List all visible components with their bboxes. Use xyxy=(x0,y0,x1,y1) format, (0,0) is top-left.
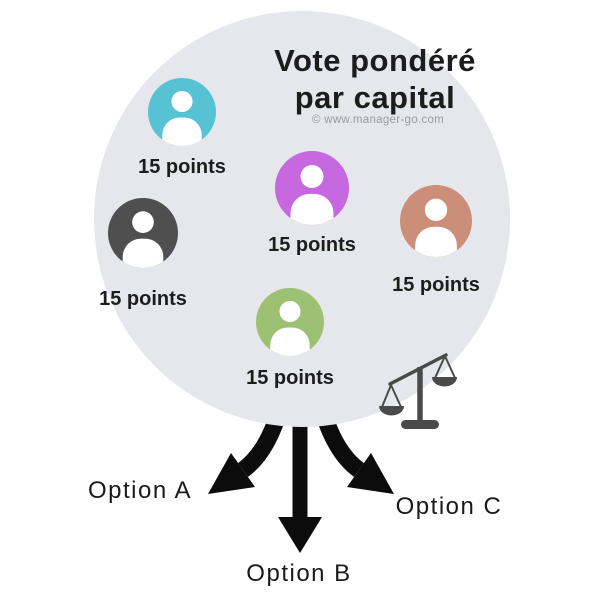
points-label: 15 points xyxy=(99,288,187,310)
balance-scale-icon xyxy=(379,353,457,429)
option-b-label: Option B xyxy=(246,560,352,587)
points-label: 15 points xyxy=(268,234,356,256)
points-label: 15 points xyxy=(392,274,480,296)
page-title: Vote pondéré par capital xyxy=(225,42,525,116)
person-icon xyxy=(108,198,178,268)
voter-gray: 15 points xyxy=(83,198,203,311)
voter-purple: 15 points xyxy=(252,151,372,257)
title-line-2: par capital xyxy=(294,80,456,115)
voter-teal: 15 points xyxy=(122,78,242,179)
voter-green: 15 points xyxy=(230,288,350,390)
person-icon xyxy=(148,78,216,146)
points-label: 15 points xyxy=(246,367,334,389)
option-a-label: Option A xyxy=(87,477,193,504)
credit-text: © www.manager-go.com xyxy=(311,114,445,126)
person-icon xyxy=(256,288,324,356)
voter-salmon: 15 points xyxy=(376,185,496,297)
points-label: 15 points xyxy=(138,156,226,178)
title-line-1: Vote pondéré xyxy=(274,43,476,78)
person-icon xyxy=(275,151,349,225)
option-c-label: Option C xyxy=(395,493,503,520)
person-icon xyxy=(400,185,472,257)
arrow-down-icon xyxy=(278,405,322,553)
